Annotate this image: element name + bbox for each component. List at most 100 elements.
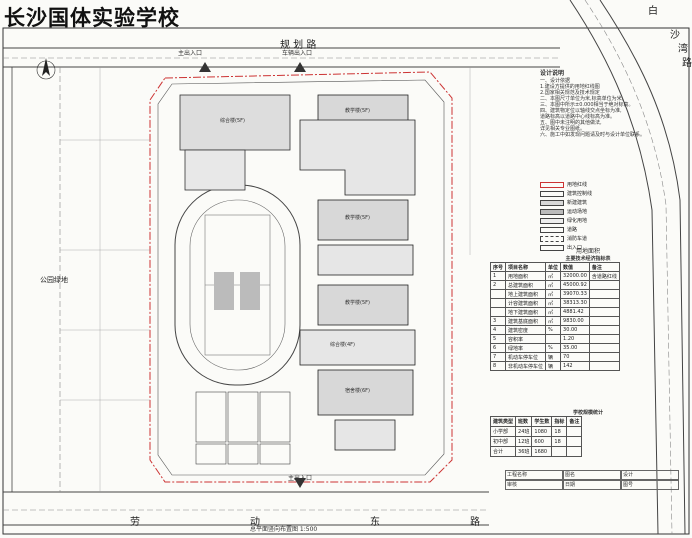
gate-north-vehicle: 车辆出入口 [282,50,313,57]
table-cell: 1 [489,271,507,281]
table-cell: 5 [489,334,507,344]
table-cell: 38313.30 [560,298,590,308]
building-label-5: 综合楼(4F) [330,342,355,348]
table-cell: 合计 [489,446,517,457]
table-cell: 600 [531,436,553,447]
gate-markers [199,62,306,488]
table-header-cell: 班数 [515,416,533,427]
legend-swatch [540,235,564,242]
table-cell [588,316,620,326]
building-dormitory [317,369,414,416]
table-cell: ㎡ [545,289,562,299]
table-cell: 12班 [515,436,533,447]
legend-item: 绿化用地 [540,216,660,225]
title-block-cell: 审核 [505,480,563,490]
site-red-line [149,71,453,483]
dimension-lines [60,67,471,492]
table-cell: 小学部 [489,426,517,437]
building-dormitory-wing [334,419,396,451]
table-cell [545,334,562,344]
note-line: 一、设计依据 [540,78,571,84]
table-cell: 1080 [531,426,553,437]
legend: 用地红线 建筑控制线 新建建筑 运动场地 绿化用地 道路 消防车道 出入口 [540,180,660,252]
table-cell: 4 [489,325,507,335]
building-teaching-3 [317,284,409,326]
table-cell: 机动车停车位 [505,352,547,362]
table-cell: 1.20 [560,334,590,344]
table-cell [588,280,620,290]
table-cell [489,307,507,317]
table-cell: 1680 [531,446,553,457]
table-cell: 8 [489,361,507,371]
note-line: 三、本图中所示±0.000相当于绝对标高。 [540,102,634,108]
note-line: 道路标高以道路中心线标高为准。 [540,114,616,120]
table-cell: 建筑密度 [505,325,547,335]
table-cell: ㎡ [545,271,562,281]
table-cell [588,307,620,317]
legend-swatch [540,181,564,188]
table-cell: 非机动车停车位 [505,361,547,371]
notes-heading: 设计说明 [540,70,565,77]
table-cell: 142 [560,361,590,371]
legend-swatch [540,190,564,197]
gate-south-main: 主出入口 [288,475,313,482]
north-arrow-icon [36,58,56,80]
table-cell: 32000.00 [560,271,590,281]
table-cell [588,325,620,335]
table-cell [588,361,620,371]
gate-north-main: 主出入口 [178,50,203,57]
east-road-centerline [584,0,673,535]
table-header-cell: 建筑类型 [489,416,517,427]
legend-item: 道路 [540,225,660,234]
table-cell: % [545,325,562,335]
road-south-char-1: 劳 [130,517,140,528]
title-block: 工程名称图名设计审核日期图号 [505,470,685,490]
legend-item: 出入口 [540,243,660,252]
building-label-3: 教学楼(5F) [345,215,370,221]
design-notes: 设计说明 一、设计依据 1.建设方提供的用地红线图 2.国家相关规范及技术规定 … [540,70,670,138]
note-line: 1.建设方提供的用地红线图 [540,84,600,90]
building-teaching-1-wing [299,119,416,196]
east-road-line [599,0,686,535]
legend-item: 新建建筑 [540,198,660,207]
volleyball-courts [214,272,260,310]
table-cell: 3 [489,316,507,326]
note-line: 2.国家相关规范及技术规定 [540,90,600,96]
table-header-cell: 单位 [545,262,562,272]
legend-swatch [540,244,564,251]
table-cell: 18 [551,426,568,437]
basketball-courts [195,391,291,465]
building-label-2: 教学楼(5F) [345,108,370,114]
table-cell [588,298,620,308]
table-cell: 计容建筑面积 [505,298,547,308]
table-cell: 36班 [515,446,533,457]
note-line: 五、图中未注明的其他做法, [540,120,602,126]
table-cell: 含道路红线 [588,271,620,281]
road-east-char-2: 湾 [678,44,688,55]
table-header-row: 序号项目名称单位数值备注 [489,262,620,272]
table-cell: 18 [551,436,568,447]
table-header-cell: 序号 [489,262,507,272]
table-cell: 30.00 [560,325,590,335]
table-header-cell: 数值 [560,262,590,272]
building-control-line [157,79,445,476]
table-cell: 35.00 [560,343,590,353]
table-cell: 39070.33 [560,289,590,299]
table-cell [489,298,507,308]
road-south-char-4: 路 [470,517,480,528]
legend-item: 建筑控制线 [540,189,660,198]
legend-item: 消防车道 [540,234,660,243]
table-cell: ㎡ [545,298,562,308]
building-teaching-2 [317,199,409,241]
